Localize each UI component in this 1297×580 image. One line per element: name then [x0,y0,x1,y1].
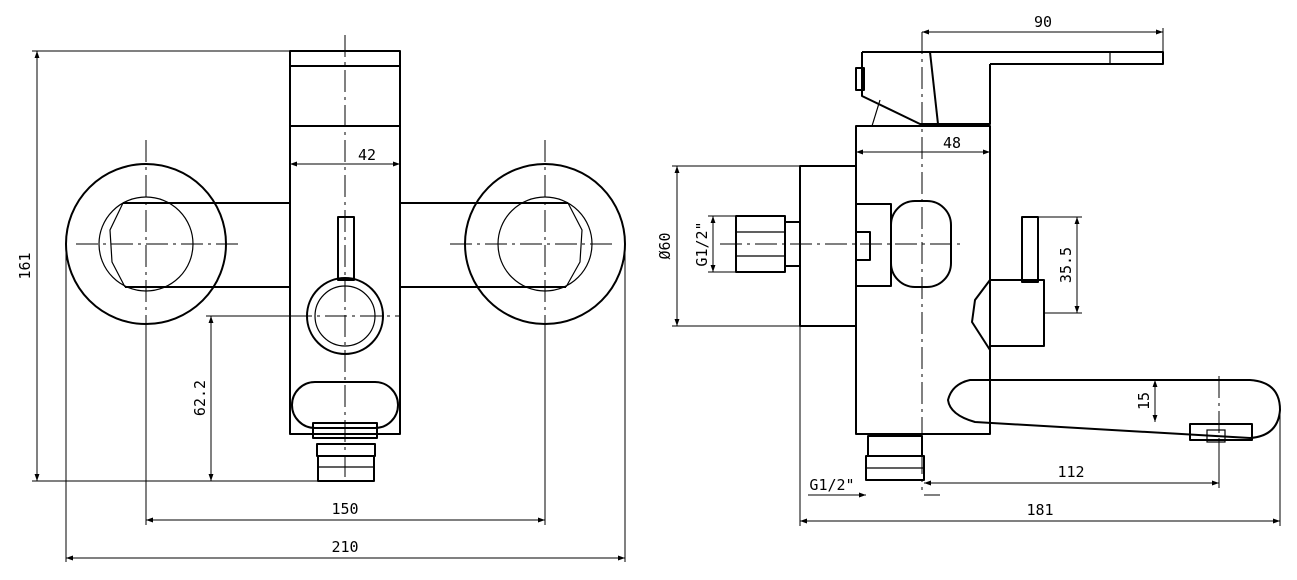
dim-label-48: 48 [943,134,961,152]
dim-label-150: 150 [331,500,358,518]
dim-label-112: 112 [1057,463,1084,481]
dim-label-62-2: 62.2 [191,380,209,416]
front-view: 161 42 62.2 150 210 [16,35,626,562]
dim-label-inlet-thread: G1/2" [693,221,711,266]
dim-label-35-5: 35.5 [1057,247,1075,283]
dim-label-15: 15 [1135,392,1153,410]
side-outline [735,51,1281,481]
dim-label-90: 90 [1034,13,1052,31]
front-dimension-lines [32,50,626,562]
front-dimension-labels: 161 42 62.2 150 210 [16,146,376,556]
dim-label-42: 42 [358,146,376,164]
side-dimension-lines [672,28,1281,526]
dim-label-outlet-thread: G1/2" [809,476,854,494]
front-centerlines [76,35,615,482]
side-dimension-labels: 90 48 Ø60 G1/2" 35.5 15 G1/2" 112 181 [656,13,1153,519]
side-centerlines [720,32,1220,490]
dim-label-210: 210 [331,538,358,556]
dim-label-60-diameter: Ø60 [656,232,674,259]
dim-label-161: 161 [16,252,34,279]
dim-label-181: 181 [1026,501,1053,519]
side-view: 90 48 Ø60 G1/2" 35.5 15 G1/2" 112 181 [656,13,1281,526]
